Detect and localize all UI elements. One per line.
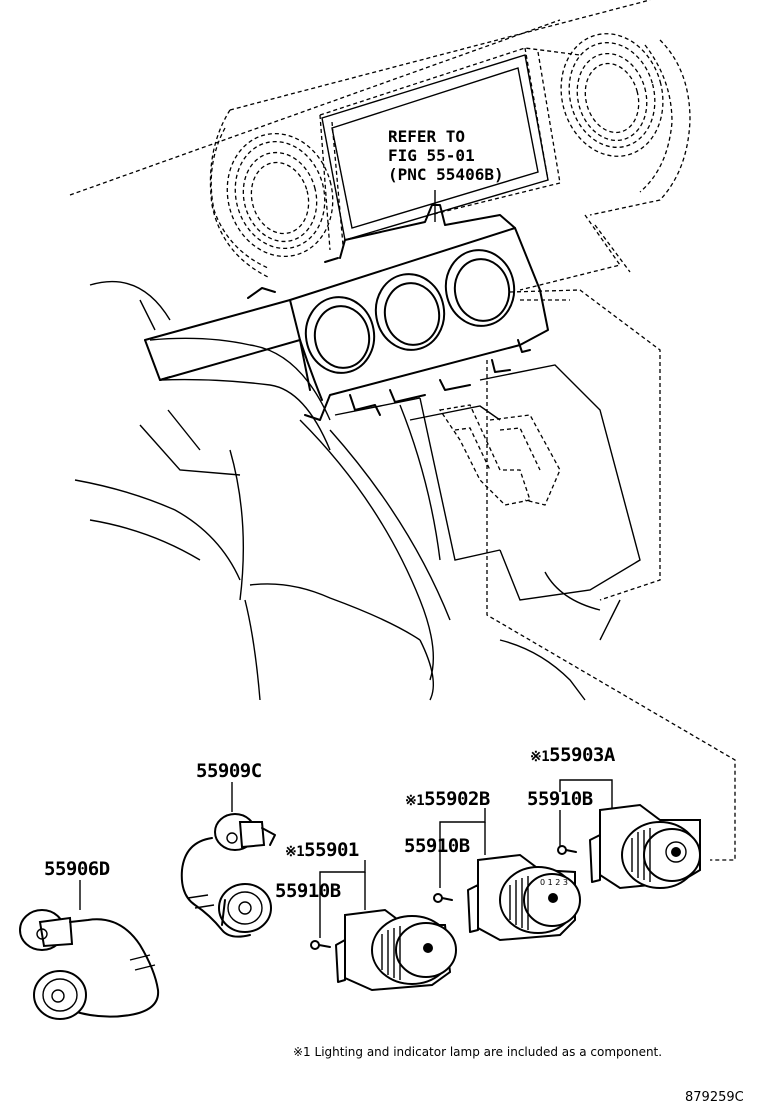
part-number: 55902B <box>424 788 490 810</box>
part-number: 55909C <box>196 760 262 782</box>
harness-55906D-drawing <box>19 909 160 1020</box>
label-55910B-mid[interactable]: 55910B <box>404 835 470 857</box>
center-display-recess <box>321 54 549 241</box>
right-air-vent <box>560 33 664 157</box>
component-mark: ※1 <box>530 749 550 765</box>
left-air-vent <box>226 132 334 258</box>
label-bracket-lines <box>79 779 613 938</box>
dashboard-outline <box>69 0 691 601</box>
reference-note: REFER TO FIG 55-01 (PNC 55406B) <box>388 127 504 184</box>
part-number: 55906D <box>44 858 110 880</box>
svg-text:0 1 2 3: 0 1 2 3 <box>540 878 568 887</box>
part-number: 55910B <box>404 835 470 857</box>
label-55903A[interactable]: ※155903A <box>530 744 615 766</box>
switch-55903A-drawing <box>557 803 701 890</box>
harness-55909C-drawing <box>180 813 276 938</box>
part-number: 55910B <box>275 880 341 902</box>
reference-line-1: REFER TO <box>388 127 466 146</box>
label-55906D[interactable]: 55906D <box>44 858 110 880</box>
part-number: 55910B <box>527 788 593 810</box>
footnote: ※1 Lighting and indicator lamp are inclu… <box>293 1045 663 1059</box>
reference-line-3: (PNC 55406B) <box>388 165 504 184</box>
label-55909C[interactable]: 55909C <box>196 760 262 782</box>
component-mark: ※1 <box>405 793 425 809</box>
switch-55902B-drawing: 0 1 2 3 <box>433 853 581 942</box>
reference-line-2: FIG 55-01 <box>388 146 475 165</box>
part-number: 55903A <box>549 744 615 766</box>
part-number: 55901 <box>304 839 359 861</box>
panel-to-switch-leader <box>486 360 736 861</box>
label-55910B-right[interactable]: 55910B <box>527 788 593 810</box>
label-55902B[interactable]: ※155902B <box>405 788 490 810</box>
figure-code: 879259C <box>685 1090 744 1105</box>
label-55910B-left[interactable]: 55910B <box>275 880 341 902</box>
component-mark: ※1 <box>285 844 305 860</box>
label-55901[interactable]: ※155901 <box>285 839 359 861</box>
heater-control-panel <box>144 204 549 421</box>
switch-55901-drawing <box>310 908 457 992</box>
shift-gate-pattern <box>438 404 561 506</box>
lower-console <box>74 280 641 701</box>
